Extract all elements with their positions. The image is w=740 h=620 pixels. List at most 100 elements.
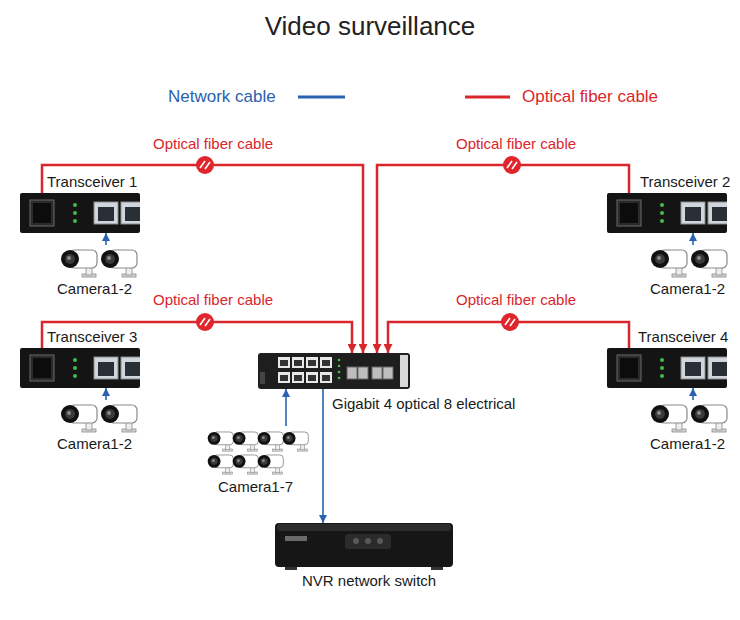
camera-icon xyxy=(691,405,727,432)
illustration-part xyxy=(320,357,332,368)
device-outline xyxy=(20,193,140,233)
node-label: Transceiver 4 xyxy=(638,328,733,346)
illustration-part xyxy=(278,372,290,383)
illustration-part xyxy=(306,372,318,383)
camera-icon xyxy=(61,405,97,432)
transceiver-node: Transceiver 4 xyxy=(607,328,733,388)
illustration-part xyxy=(505,318,510,325)
illustration-part xyxy=(338,371,341,374)
illustration-part xyxy=(292,372,304,383)
node-label: Transceiver 2 xyxy=(640,173,735,191)
illustration-part xyxy=(377,538,383,544)
illustration-part xyxy=(372,367,382,379)
edge-label: Optical fiber cable xyxy=(151,135,275,153)
illustration-part xyxy=(353,538,359,544)
fiber-icon xyxy=(503,156,521,174)
illustration-part xyxy=(277,524,451,531)
node-label: NVR network switch xyxy=(302,572,457,590)
legend-text: Optical fiber cable xyxy=(522,86,658,108)
camera-icon xyxy=(101,250,137,277)
illustration-part xyxy=(365,538,371,544)
illustration-part xyxy=(205,319,210,326)
illustration-part xyxy=(294,375,302,381)
transceiver-device xyxy=(20,348,145,388)
device-outline xyxy=(607,348,727,388)
camera-group: Camera1-2 xyxy=(647,400,735,453)
network-connector xyxy=(322,389,324,523)
network-connector xyxy=(692,233,694,245)
camera-group: Camera1-2 xyxy=(647,245,735,298)
transceiver-node: Transceiver 1 xyxy=(20,173,144,233)
network-connector xyxy=(285,389,287,426)
camera-icon xyxy=(61,250,97,277)
illustration-part xyxy=(200,161,205,168)
illustration-part xyxy=(278,357,290,368)
edge-label: Optical fiber cable xyxy=(454,135,578,153)
transceiver-device xyxy=(20,193,145,233)
node-label: Camera1-7 xyxy=(218,478,313,496)
illustration-part xyxy=(501,313,519,331)
camera-icon xyxy=(651,405,687,432)
node-label: Gigabit 4 optical 8 electrical xyxy=(332,395,520,413)
device-outline xyxy=(205,426,309,476)
illustration-part xyxy=(306,357,318,368)
camera-icon xyxy=(208,432,234,451)
illustration-part xyxy=(205,162,210,169)
network-connector xyxy=(692,388,694,400)
camera-icon xyxy=(233,432,259,451)
illustration-part xyxy=(308,375,316,381)
illustration-part xyxy=(260,372,265,384)
camera-icon xyxy=(651,250,687,277)
transceiver-device xyxy=(607,348,732,388)
illustration-part xyxy=(338,377,341,380)
illustration-part xyxy=(400,355,408,387)
camera-group: Camera1-7 xyxy=(205,426,313,496)
nvr-device xyxy=(275,523,453,570)
device-outline xyxy=(607,193,727,233)
device-outline xyxy=(57,400,141,433)
diagram-title: Video surveillance xyxy=(0,10,740,42)
transceiver-device xyxy=(607,193,732,233)
edge-label: Optical fiber cable xyxy=(151,291,275,309)
fiber-connector xyxy=(42,165,363,353)
illustration-part xyxy=(345,534,391,549)
device-outline xyxy=(275,523,453,568)
camera-group: Camera1-2 xyxy=(57,245,145,298)
node-label: Transceiver 3 xyxy=(47,328,144,346)
illustration-part xyxy=(338,359,341,362)
illustration-part xyxy=(196,313,214,331)
device-outline xyxy=(57,245,141,278)
illustration-part xyxy=(196,156,214,174)
node-label: Camera1-2 xyxy=(57,280,145,298)
illustration-part xyxy=(308,360,316,366)
illustration-part xyxy=(322,375,330,381)
fiber-icon xyxy=(501,313,519,331)
illustration-part xyxy=(338,365,341,368)
illustration-part xyxy=(258,353,410,389)
camera-icon xyxy=(101,405,137,432)
device-outline xyxy=(647,400,731,433)
illustration-part xyxy=(383,367,393,379)
fiber-connector xyxy=(377,165,629,353)
camera-icon xyxy=(233,455,259,474)
switch-node: Gigabit 4 optical 8 electrical xyxy=(258,353,520,413)
illustration-part xyxy=(275,523,453,567)
nvr-node: NVR network switch xyxy=(275,523,457,590)
transceiver-node: Transceiver 3 xyxy=(20,328,144,388)
node-label: Camera1-2 xyxy=(650,435,735,453)
node-label: Camera1-2 xyxy=(57,435,145,453)
illustration-part xyxy=(292,357,304,368)
legend-text: Network cable xyxy=(168,86,276,108)
camera-icon xyxy=(691,250,727,277)
node-label: Transceiver 1 xyxy=(47,173,144,191)
device-outline xyxy=(647,245,731,278)
camera-icon xyxy=(258,455,284,474)
illustration-part xyxy=(200,318,205,325)
transceiver-node: Transceiver 2 xyxy=(607,173,735,233)
illustration-part xyxy=(347,367,357,379)
illustration-part xyxy=(280,375,288,381)
illustration-part xyxy=(320,372,332,383)
fiber-connector xyxy=(42,322,352,353)
illustration-part xyxy=(322,360,330,366)
